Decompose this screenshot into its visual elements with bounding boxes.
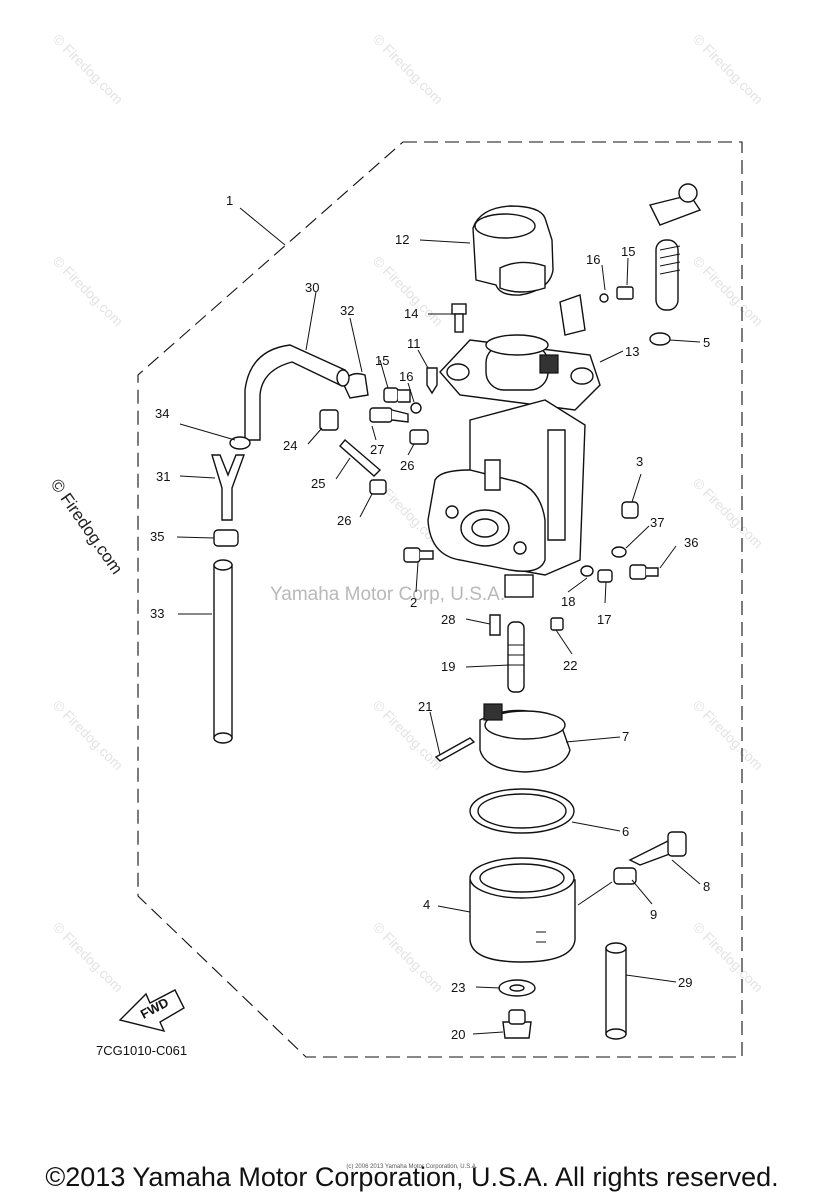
assembly-boundary: [137, 141, 743, 1058]
watermark: © Firedog.com: [50, 31, 126, 107]
center-watermark: Yamaha Motor Corp, U.S.A.: [270, 584, 505, 605]
callout-label: 14: [404, 306, 418, 321]
callout-label: 8: [703, 879, 710, 894]
callout-label: 24: [283, 438, 297, 453]
pilot-screw-parts: [613, 831, 687, 885]
diagram-code: 7CG1010-C061: [96, 1043, 187, 1058]
callout-label: 25: [311, 476, 325, 491]
callout-label: 15: [375, 353, 389, 368]
callout-labels: 1 12 16 15 30 32 14 5 13 11 15 16 34 24 …: [150, 193, 710, 1042]
top-fasteners: [383, 286, 634, 414]
watermark: © Firedog.com: [690, 475, 766, 551]
callout-label: 30: [305, 280, 319, 295]
watermark: © Firedog.com: [690, 253, 766, 329]
callout-label: 28: [441, 612, 455, 627]
callout-label: 35: [150, 529, 164, 544]
callout-label: 36: [684, 535, 698, 550]
callout-label: 7: [622, 729, 629, 744]
callout-label: 27: [370, 442, 384, 457]
callout-label: 4: [423, 897, 430, 912]
callout-label: 11: [407, 336, 421, 351]
callout-label: 1: [226, 193, 233, 208]
callout-label: 15: [621, 244, 635, 259]
watermark: © Firedog.com: [690, 919, 766, 995]
callout-label: 16: [399, 369, 413, 384]
callout-label: 37: [650, 515, 664, 530]
carb-body-part: [427, 399, 586, 598]
callout-label: 32: [340, 303, 354, 318]
callout-label: 34: [155, 406, 169, 421]
watermark: © Firedog.com: [50, 253, 126, 329]
throttle-shaft-part: [648, 183, 702, 346]
callout-label: 31: [156, 469, 170, 484]
carb-cover-part: [472, 205, 554, 296]
callout-label: 21: [418, 699, 432, 714]
drain-parts: [498, 979, 536, 1039]
callout-label: 26: [400, 458, 414, 473]
callout-label: 6: [622, 824, 629, 839]
callout-label: 33: [150, 606, 164, 621]
callout-label: 2: [410, 595, 417, 610]
callout-label: 26: [337, 513, 351, 528]
callout-label: 18: [561, 594, 575, 609]
side-watermark: © Firedog.com: [47, 475, 127, 577]
callout-label: 17: [597, 612, 611, 627]
throttle-body-part: [439, 294, 601, 411]
tiny-copyright: (c) 2006 2013 Yamaha Motor Corporation, …: [346, 1164, 478, 1170]
watermark: © Firedog.com: [50, 919, 126, 995]
watermark: © Firedog.com: [50, 697, 126, 773]
watermark: © Firedog.com: [370, 31, 446, 107]
needle-jet-parts: [489, 614, 525, 693]
callout-label: 23: [451, 980, 465, 995]
leader-lines: [176, 207, 701, 1035]
callout-label: 12: [395, 232, 409, 247]
fwd-arrow-icon: FWD: [118, 989, 185, 1033]
gasket-part: [469, 788, 575, 834]
watermark: © Firedog.com: [370, 919, 446, 995]
copyright-footer: ©2013 Yamaha Motor Corporation, U.S.A. A…: [45, 1162, 779, 1192]
callout-label: 20: [451, 1027, 465, 1042]
callout-label: 5: [703, 335, 710, 350]
vent-hose-parts: [211, 344, 350, 744]
callout-label: 22: [563, 658, 577, 673]
float-bowl-part: [469, 857, 576, 963]
float-parts: [434, 703, 571, 773]
callout-label: 29: [678, 975, 692, 990]
drain-tube-part: [605, 942, 627, 1040]
callout-label: 9: [650, 907, 657, 922]
watermark: © Firedog.com: [690, 697, 766, 773]
side-fasteners: [403, 501, 659, 631]
watermark: © Firedog.com: [690, 31, 766, 107]
watermark: © Firedog.com: [370, 697, 446, 773]
callout-label: 3: [636, 454, 643, 469]
callout-label: 13: [625, 344, 639, 359]
callout-label: 19: [441, 659, 455, 674]
callout-label: 16: [586, 252, 600, 267]
